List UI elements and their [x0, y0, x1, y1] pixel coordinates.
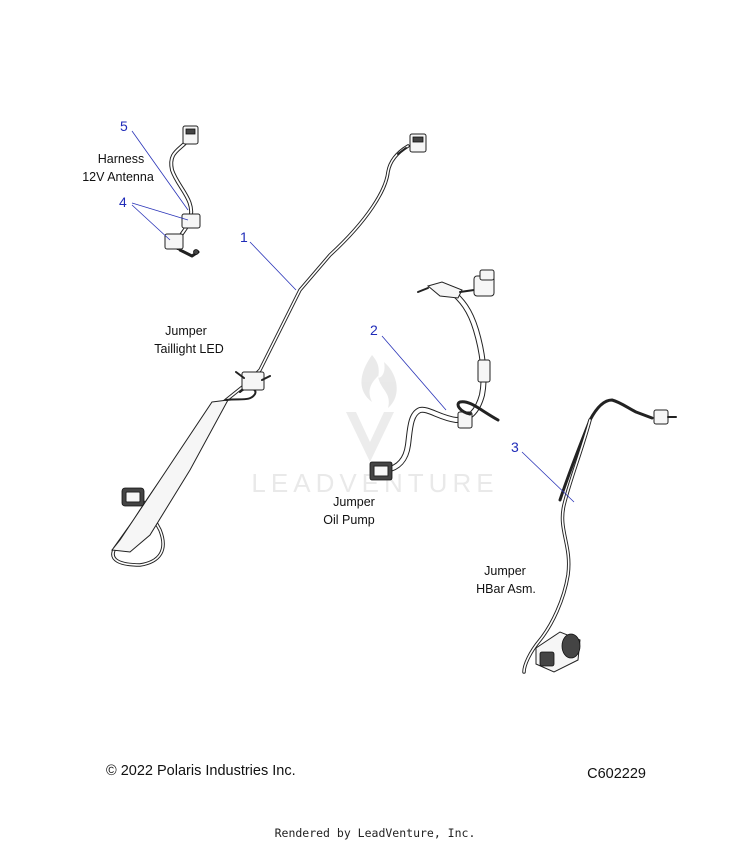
taillight-main-connector-face	[125, 491, 141, 503]
leader-5	[131, 130, 189, 211]
label-jumper-taillight-line1: Jumper	[165, 324, 207, 338]
callout-number-5[interactable]: 5	[120, 118, 128, 134]
hbar-end-connector	[653, 409, 669, 425]
taillight-end-connector-latch	[412, 136, 424, 143]
watermark-v-icon	[346, 412, 394, 462]
antenna-terminal	[193, 249, 199, 255]
leader-4b	[131, 204, 171, 241]
antenna-connector-bottom	[164, 233, 184, 250]
taillight-junction-connector	[241, 371, 265, 391]
label-jumper-oil-pump-line1: Jumper	[333, 495, 375, 509]
leader-4a	[131, 202, 189, 221]
watermark-flame-icon	[361, 355, 397, 408]
watermark: LEADVENTURE	[251, 355, 494, 498]
harness-12v-antenna[interactable]	[164, 125, 201, 258]
antenna-connector-mid	[181, 213, 201, 229]
oil-pump-connector-top-cap	[479, 269, 495, 281]
label-harness-line2: 12V Antenna	[82, 170, 154, 184]
oil-pump-sleeve-band	[477, 359, 491, 383]
label-jumper-hbar-line1: Jumper	[484, 564, 526, 578]
leader-3	[521, 451, 575, 503]
label-jumper-oil-pump-line2: Oil Pump	[323, 513, 374, 527]
callout-number-4[interactable]: 4	[119, 194, 127, 210]
hbar-socket-face	[561, 633, 581, 659]
callout-number-3[interactable]: 3	[511, 439, 519, 455]
leader-1	[249, 241, 297, 291]
jumper-taillight-led[interactable]	[111, 133, 427, 567]
leader-2	[381, 335, 447, 411]
label-harness-line1: Harness	[98, 152, 145, 166]
hbar-socket-collar	[539, 651, 555, 667]
callout-number-2[interactable]: 2	[370, 322, 378, 338]
diagram-code: C602229	[587, 766, 646, 782]
antenna-connector-top-latch	[185, 128, 196, 135]
rendered-by-credit: Rendered by LeadVenture, Inc.	[274, 826, 476, 840]
taillight-loom-sleeve	[111, 399, 229, 553]
jumper-oil-pump[interactable]	[369, 269, 495, 481]
oil-pump-clip	[426, 281, 463, 299]
jumper-hbar-asm[interactable]	[456, 398, 677, 674]
oil-pump-connector-bottom-face	[373, 465, 389, 477]
label-jumper-taillight-line2: Taillight LED	[154, 342, 223, 356]
label-jumper-hbar-line2: HBar Asm.	[476, 582, 536, 596]
leader-lines	[131, 130, 575, 503]
copyright-notice: © 2022 Polaris Industries Inc.	[106, 763, 296, 779]
callout-number-1[interactable]: 1	[240, 229, 248, 245]
